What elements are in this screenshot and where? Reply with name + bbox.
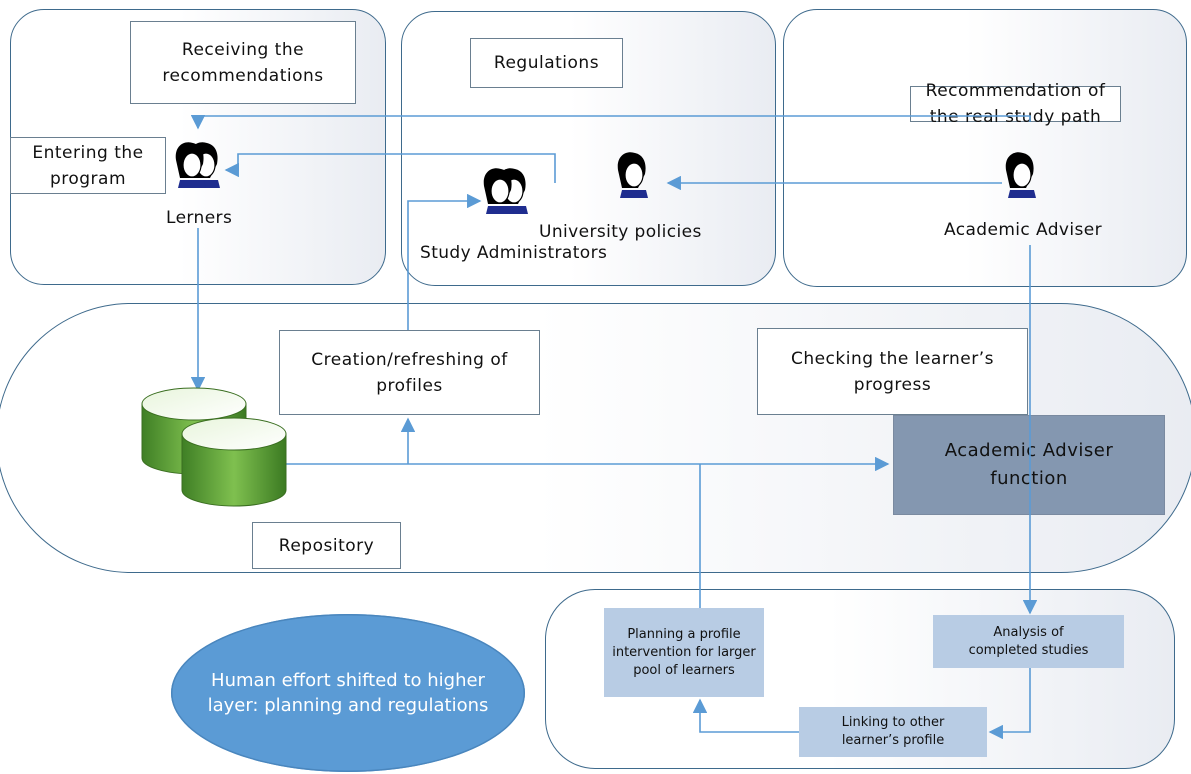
learners-label: Lerners	[166, 208, 233, 228]
entering-program-box: Entering the program	[10, 137, 166, 194]
study-administrators-label: Study Administrators	[420, 243, 608, 263]
linking-profile-box: Linking to other learner’s profile	[799, 707, 987, 757]
regulations-box: Regulations	[470, 38, 623, 88]
academic-adviser-label: Academic Adviser	[944, 220, 1102, 240]
human-effort-ellipse: Human effort shifted to higher layer: pl…	[171, 614, 525, 772]
receiving-recommendations-box: Receiving the recommendations	[130, 21, 356, 104]
admins-to-learners-arrow	[224, 153, 556, 183]
analysis-studies-box: Analysis of completed studies	[933, 615, 1124, 668]
profiles-to-admins-arrow	[407, 193, 482, 330]
analysis-to-linking-arrow	[988, 668, 1031, 740]
repository-box: Repository	[252, 522, 401, 569]
checking-progress-box: Checking the learner’s progress	[757, 328, 1028, 415]
linking-to-planning-arrow	[692, 698, 799, 733]
repository-database-icon	[141, 387, 287, 507]
learners-person-icon	[175, 142, 220, 188]
study-administrators-person-icon	[483, 168, 528, 214]
creation-profiles-box: Creation/refreshing of profiles	[279, 330, 540, 415]
planning-intervention-box: Planning a profile intervention for larg…	[604, 608, 764, 697]
academic-adviser-person-icon	[1005, 152, 1036, 198]
recommendation-to-learners-arrow	[190, 115, 1031, 130]
adviser-panel	[783, 9, 1187, 287]
university-policies-person-icon	[617, 152, 648, 198]
university-policies-label: University policies	[539, 222, 702, 242]
academic-adviser-function-box: Academic Adviser function	[893, 415, 1165, 515]
